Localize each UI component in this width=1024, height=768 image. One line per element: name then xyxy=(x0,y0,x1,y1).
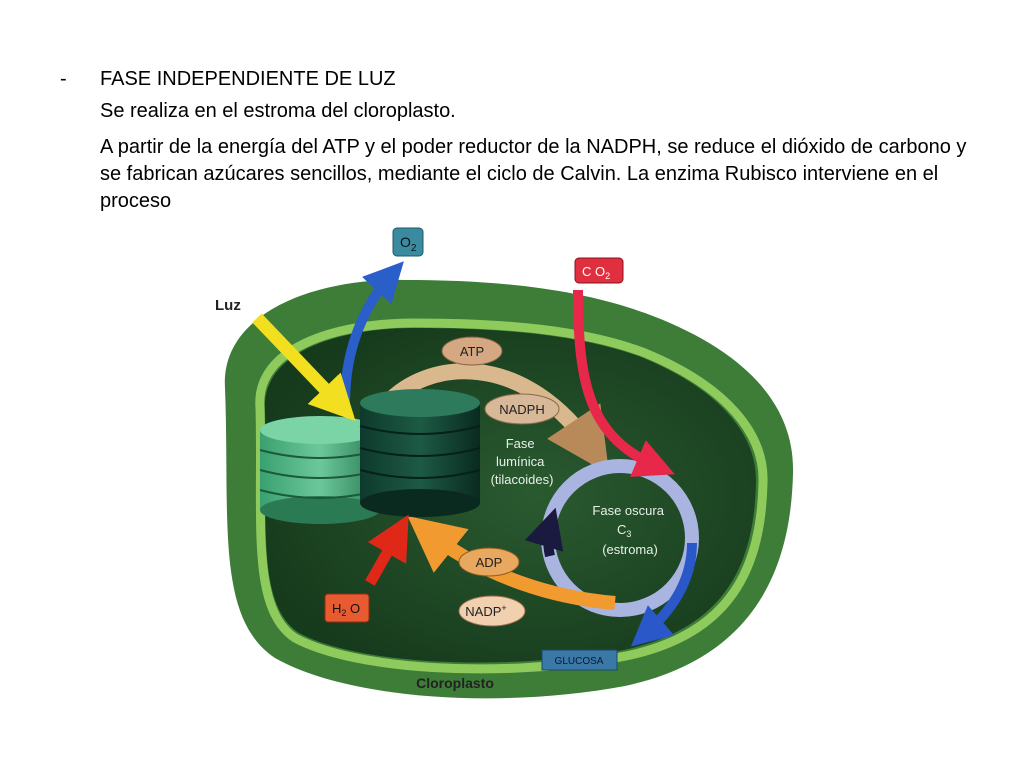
h2o-box: H2 O xyxy=(324,593,370,623)
description-paragraph: A partir de la energía del ATP y el pode… xyxy=(100,136,967,212)
h2o-h: H xyxy=(332,601,341,616)
co2-label: C O xyxy=(582,264,605,279)
svg-text:H2 O: H2 O xyxy=(332,601,360,618)
co2-arrow xyxy=(573,289,675,477)
svg-text:NADP+: NADP+ xyxy=(465,603,506,619)
dark-phase-line3: (estroma) xyxy=(602,542,658,557)
nadph-pill: NADPH xyxy=(484,393,560,425)
glucose-box: GLUCOSA xyxy=(541,649,618,671)
chloroplast-svg: Luz O2 C O2 ATP NADPH Fase lumínica (til… xyxy=(215,227,794,699)
nadp-label: NADP xyxy=(465,604,501,619)
thylakoid-stack-right xyxy=(359,389,481,517)
h2o-o: O xyxy=(346,601,360,616)
section-heading: FASE INDEPENDIENTE DE LUZ xyxy=(100,68,396,90)
nadp-superscript: + xyxy=(501,603,506,613)
adp-nadp-arrow xyxy=(407,516,616,610)
light-phase-line1: Fase xyxy=(506,436,535,451)
glucose-label: GLUCOSA xyxy=(555,656,604,667)
nadp-pill: NADP+ xyxy=(458,595,526,627)
atp-pill: ATP xyxy=(441,336,503,366)
light-phase-line3: (tilacoides) xyxy=(491,472,554,487)
dark-phase-line1: Fase oscura xyxy=(592,503,664,518)
light-phase-label: Fase lumínica (tilacoides) xyxy=(491,436,554,487)
adp-label: ADP xyxy=(476,555,503,570)
light-arrow xyxy=(252,313,356,422)
location-line: Se realiza en el estroma del cloroplasto… xyxy=(100,100,456,122)
light-label: Luz xyxy=(215,297,241,314)
nadph-label: NADPH xyxy=(499,402,545,417)
h2o-subscript: 2 xyxy=(341,608,346,618)
dark-phase-c: C xyxy=(617,522,626,537)
o2-label: O xyxy=(400,234,411,250)
chloroplast-diagram: Luz O2 C O2 ATP NADPH Fase lumínica (til… xyxy=(195,218,800,713)
o2-box: O2 xyxy=(392,227,424,257)
co2-subscript: 2 xyxy=(605,271,610,281)
svg-text:O2: O2 xyxy=(400,234,417,254)
svg-text:C O2: C O2 xyxy=(582,264,610,281)
light-phase-line2: lumínica xyxy=(496,454,545,469)
adp-pill: ADP xyxy=(458,547,520,577)
calvin-cycle-arrowhead xyxy=(524,507,564,558)
o2-subscript: 2 xyxy=(411,243,417,254)
dark-phase-c-subscript: 3 xyxy=(626,529,631,539)
glucose-arrow xyxy=(630,542,697,647)
atp-label: ATP xyxy=(460,344,484,359)
inner-membrane xyxy=(255,318,768,674)
h2o-arrow xyxy=(365,514,409,586)
bullet-dash: - xyxy=(60,68,67,90)
atp-nadph-arrow xyxy=(378,363,610,475)
diagram-caption: Cloroplasto xyxy=(416,675,494,691)
slide-text: - FASE INDEPENDIENTE DE LUZ Se realiza e… xyxy=(0,0,1024,220)
dark-phase-label: Fase oscura C3 (estroma) xyxy=(592,503,667,557)
co2-box: C O2 xyxy=(574,257,624,284)
